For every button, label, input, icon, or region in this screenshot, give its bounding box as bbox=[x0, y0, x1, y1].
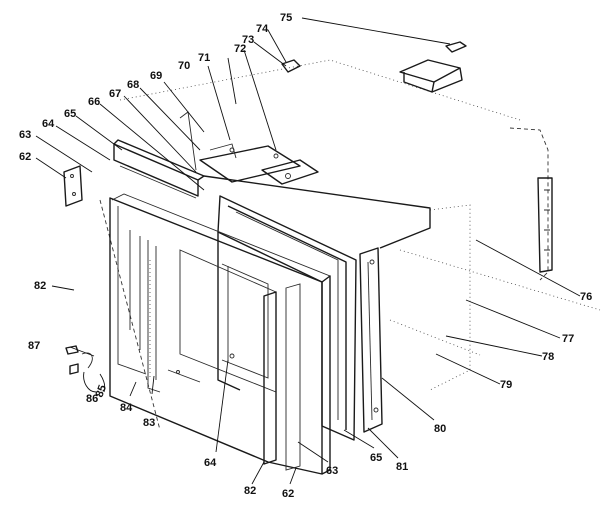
callout-64-bottom: 64 bbox=[204, 457, 217, 469]
callout-80: 80 bbox=[434, 423, 446, 435]
callout-74: 74 bbox=[256, 23, 269, 35]
door-gasket-frame bbox=[217, 195, 357, 441]
breaker-strip bbox=[359, 247, 383, 433]
callout-64-top: 64 bbox=[42, 118, 55, 130]
callout-63-bottom: 63 bbox=[326, 465, 338, 477]
callout-labels: 75 74 73 72 71 70 69 68 67 66 65 64 63 6… bbox=[19, 12, 592, 500]
callout-69: 69 bbox=[150, 70, 162, 82]
callout-77: 77 bbox=[562, 333, 574, 345]
callout-79: 79 bbox=[500, 379, 512, 391]
callout-72: 72 bbox=[234, 43, 246, 55]
callout-76: 76 bbox=[580, 291, 592, 303]
hinge-bracket-assembly bbox=[281, 41, 467, 93]
callout-62-top: 62 bbox=[19, 151, 31, 163]
outer-door-panel bbox=[109, 193, 331, 475]
callout-73: 73 bbox=[242, 34, 254, 46]
callout-67: 67 bbox=[109, 88, 121, 100]
callout-81: 81 bbox=[396, 461, 408, 473]
callout-75: 75 bbox=[280, 12, 292, 24]
callout-65-bottom: 65 bbox=[370, 452, 382, 464]
callout-82-bottom: 82 bbox=[244, 485, 256, 497]
callout-62-bottom: 62 bbox=[282, 488, 294, 500]
callout-82-left: 82 bbox=[34, 280, 46, 292]
callout-78: 78 bbox=[542, 351, 554, 363]
leader-lines bbox=[35, 17, 581, 485]
callout-83: 83 bbox=[143, 417, 155, 429]
callout-71: 71 bbox=[198, 52, 210, 64]
callout-68: 68 bbox=[127, 79, 139, 91]
small-hardware-parts bbox=[63, 165, 93, 375]
cabinet-body bbox=[119, 59, 601, 391]
callout-86: 86 bbox=[86, 393, 98, 405]
callout-84: 84 bbox=[120, 402, 133, 414]
callout-70: 70 bbox=[178, 60, 190, 72]
door-inner-liner bbox=[99, 139, 431, 431]
callout-65-top: 65 bbox=[64, 108, 76, 120]
callout-87: 87 bbox=[28, 340, 40, 352]
callout-85: 85 bbox=[94, 383, 109, 399]
callout-63-top: 63 bbox=[19, 129, 31, 141]
callout-66: 66 bbox=[88, 96, 100, 108]
top-hinge-rail bbox=[179, 111, 319, 185]
